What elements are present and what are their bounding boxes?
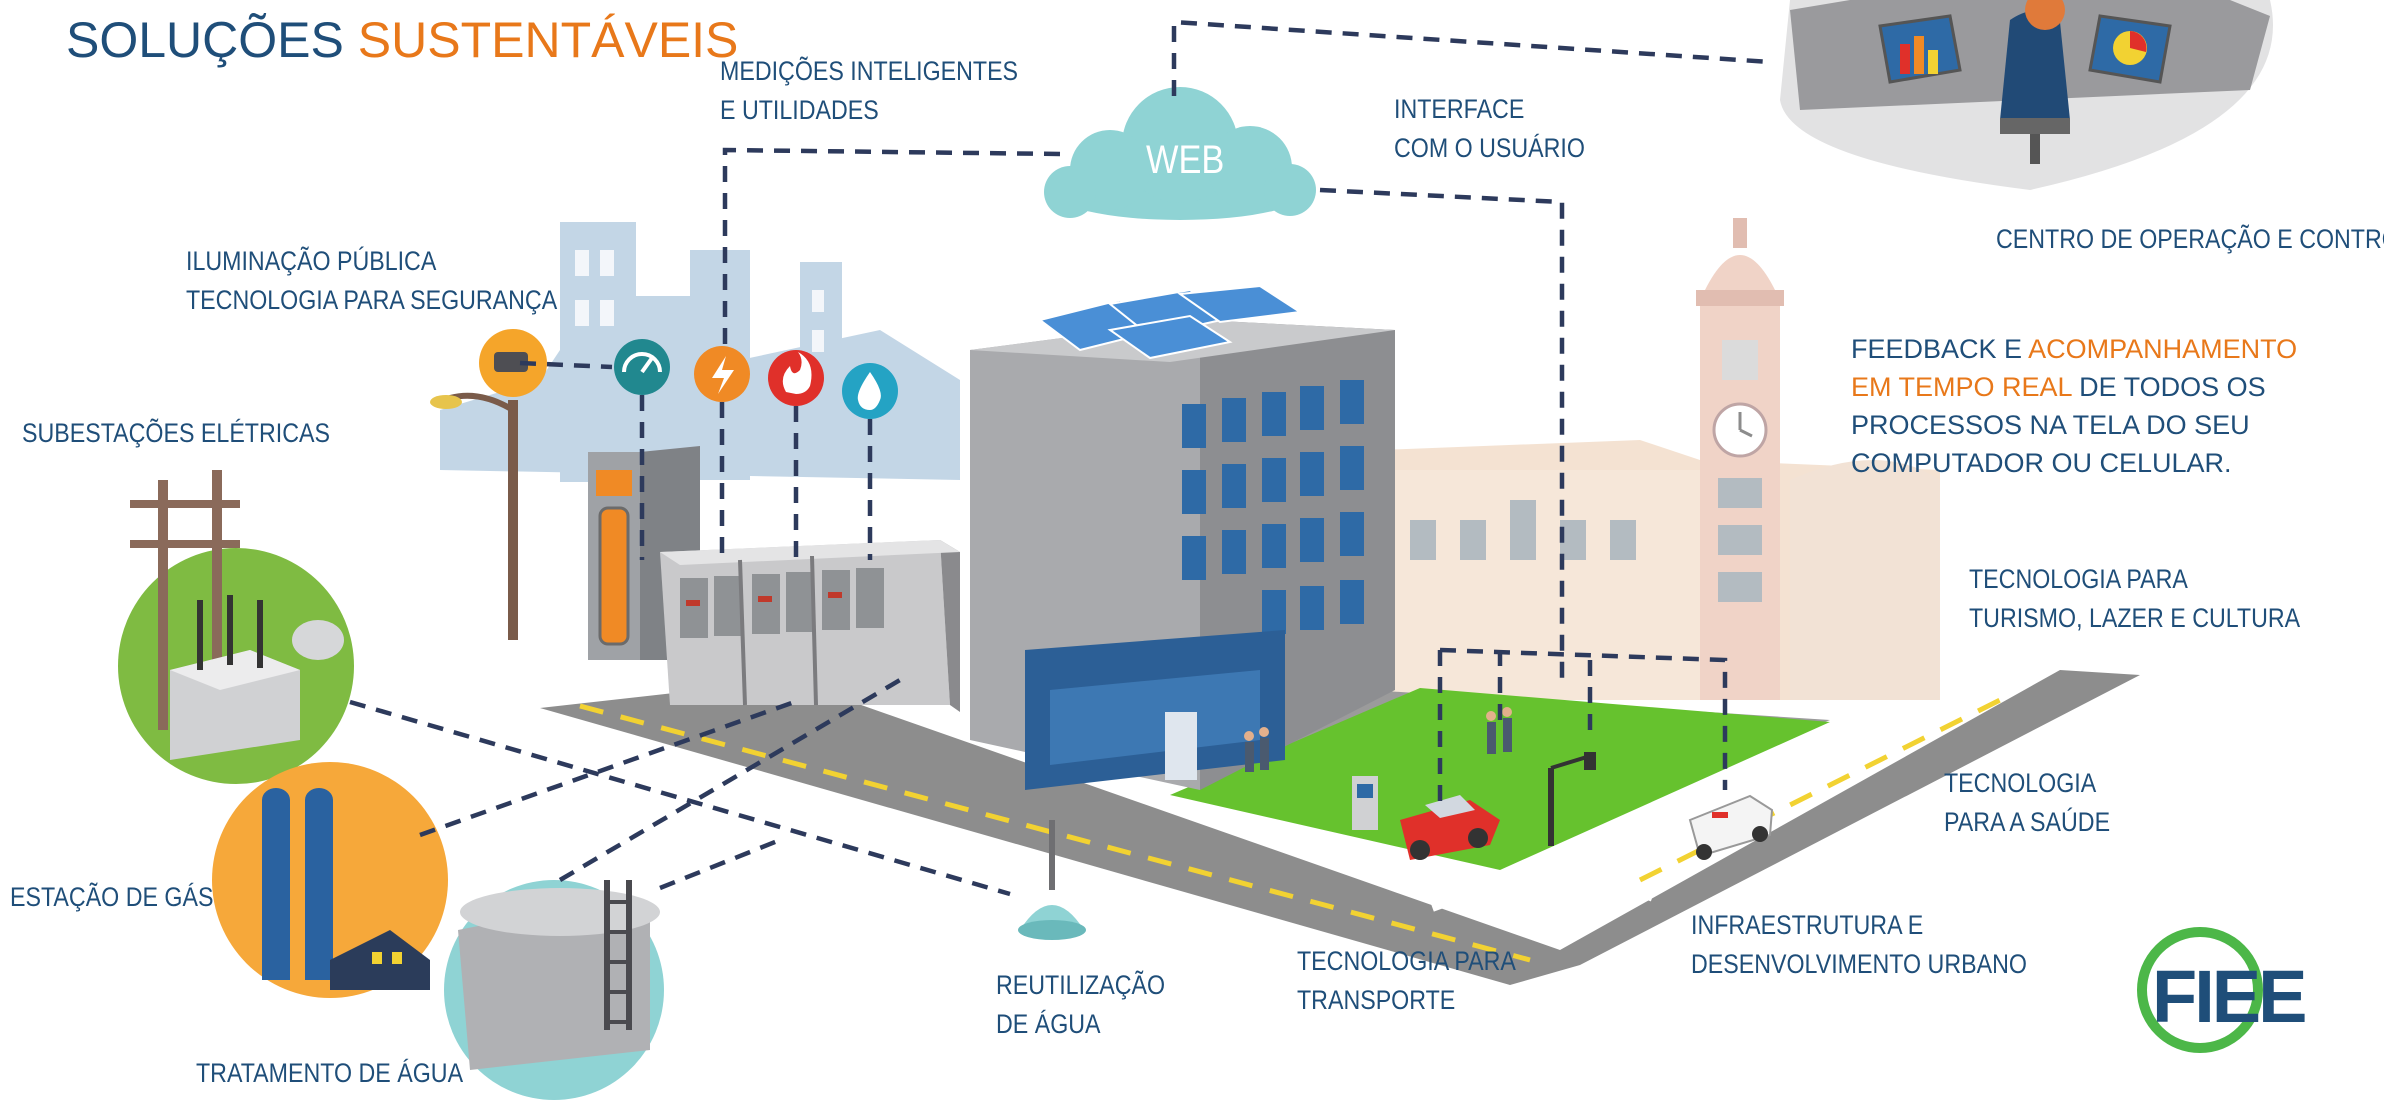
- fiee-logo: FIEE: [2152, 955, 2307, 1038]
- label-control-center: CENTRO DE OPERAÇÃO E CONTROLE: [1996, 224, 2384, 254]
- title-part2: SUSTENTÁVEIS: [357, 12, 739, 68]
- substation: [118, 470, 354, 784]
- label-tourism: TECNOLOGIA PARA TURISMO, LAZER E CULTURA: [1969, 564, 2301, 633]
- gas-station: [212, 762, 448, 998]
- feedback-text: FEEDBACK E ACOMPANHAMENTO EM TEMPO REAL …: [1851, 334, 2298, 478]
- green-plaza: [1170, 688, 1830, 870]
- control-center: [1780, 0, 2273, 190]
- label-transport: TECNOLOGIA PARA TRANSPORTE: [1297, 946, 1516, 1015]
- web-cloud: [1044, 87, 1316, 220]
- label-water-reuse: REUTILIZAÇÃO DE ÁGUA: [996, 970, 1166, 1039]
- label-gas-station: ESTAÇÃO DE GÁS: [10, 882, 214, 912]
- logo-ring: [2137, 927, 2263, 1053]
- label-public-lighting: ILUMINAÇÃO PÚBLICA TECNOLOGIA PARA SEGUR…: [186, 246, 558, 315]
- label-substations: SUBESTAÇÕES ELÉTRICAS: [22, 418, 330, 448]
- label-water-treatment: TRATAMENTO DE ÁGUA: [196, 1058, 464, 1088]
- water-reuse-sensor: [1018, 820, 1086, 940]
- web-cloud-label: WEB: [1146, 138, 1225, 182]
- street-lamp: [430, 329, 547, 640]
- service-icons: [614, 339, 898, 419]
- label-user-interface: INTERFACE COM O USUÁRIO: [1394, 94, 1585, 163]
- title-part1: SOLUÇÕES: [66, 12, 344, 68]
- connection-lines: [349, 19, 1771, 897]
- utility-cabinets: [588, 446, 960, 712]
- label-health: TECNOLOGIA PARA A SAÚDE: [1944, 768, 2111, 837]
- label-smart-metering: MEDIÇÕES INTELIGENTES E UTILIDADES: [720, 56, 1019, 125]
- label-infrastructure: INFRAESTRUTURA E DESENVOLVIMENTO URBANO: [1691, 910, 2027, 979]
- page-title: SOLUÇÕES SUSTENTÁVEIS: [66, 10, 738, 70]
- street-vehicles: [1244, 707, 1774, 860]
- historic-building: [1380, 218, 1940, 700]
- office-building: [970, 284, 1395, 790]
- water-treatment-tank: [444, 880, 664, 1100]
